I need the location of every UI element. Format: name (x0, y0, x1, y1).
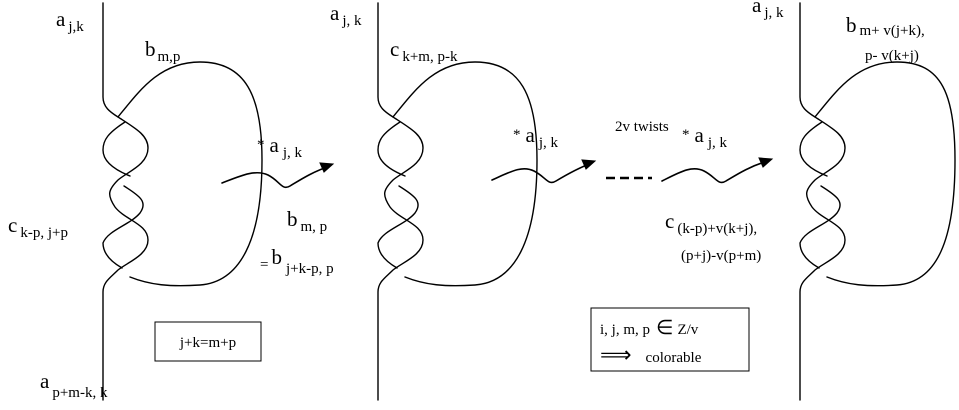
panel-1-relation-box (154, 321, 262, 362)
panel-2-strand-loop (392, 61, 538, 287)
colorable-box-line-1: i, j, m, p∈Z/v (600, 317, 699, 339)
panel-3-strand-top (799, 2, 846, 401)
panel-2-braid (377, 2, 538, 401)
wavy-arrow-2 (491, 159, 597, 184)
panel-3-braid (799, 2, 956, 401)
wavy-arrow-3 (661, 157, 774, 184)
colorable-condition-box (590, 307, 750, 372)
panel-3-left-label: c(k-p)+v(k+j), (665, 209, 757, 237)
panel-1-braid (102, 2, 263, 401)
colorable-box-line-2: ⟹colorable (600, 342, 702, 367)
panel-3-right-sub-2: p- v(k+j) (865, 48, 919, 64)
implies-arrow-icon: ⟹ (600, 342, 632, 367)
panel-3-strand-loop (814, 61, 956, 287)
panel-1-strand-inner (102, 121, 144, 269)
panel-2-strand-inner (377, 121, 419, 269)
panel-1-strand-top (102, 2, 149, 401)
panel-3-left-sub-2: (p+j)-v(p+m) (681, 248, 761, 264)
twists-label: 2v twists (615, 119, 669, 135)
element-of-icon: ∈ (656, 317, 673, 339)
panel-1-relation-text: j+k=m+p (179, 335, 236, 351)
panel-1-strand-loop (117, 61, 263, 287)
wavy-arrow-1 (221, 162, 335, 189)
panel-3-strand-inner (799, 121, 841, 269)
